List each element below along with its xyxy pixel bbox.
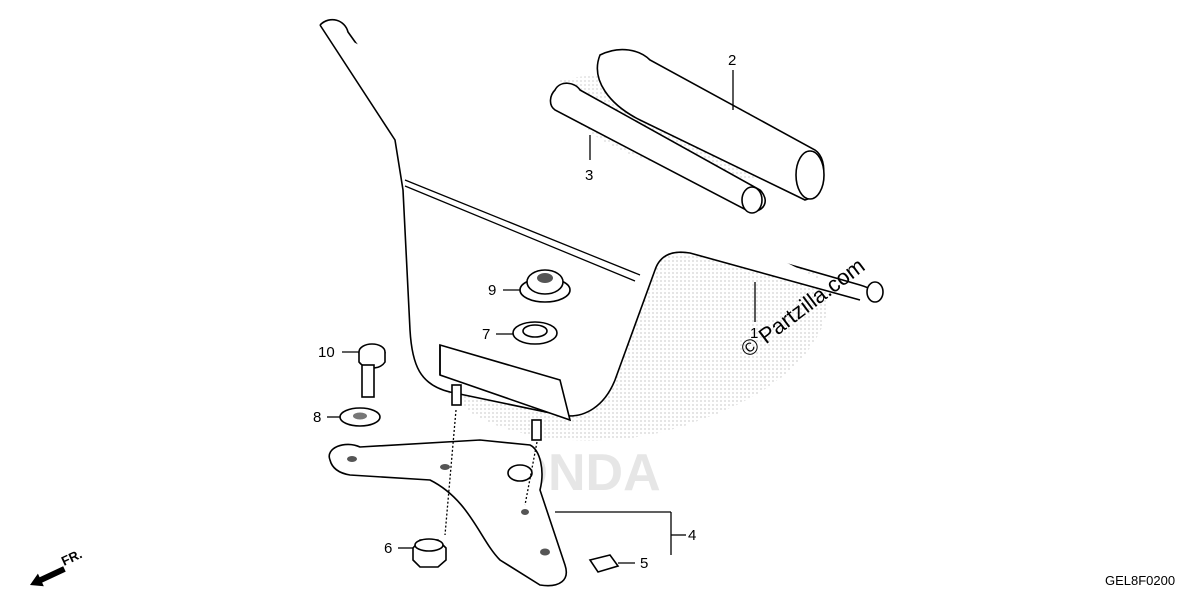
callout-3: 3	[585, 167, 593, 184]
diagram-code: GEL8F0200	[1105, 573, 1175, 588]
callout-1: 1	[750, 325, 758, 342]
nut-6	[412, 538, 447, 568]
handlebar	[319, 18, 884, 417]
washer-8	[339, 407, 381, 427]
callout-8: 8	[313, 409, 321, 426]
washer-7	[512, 321, 558, 345]
callout-7: 7	[482, 326, 490, 343]
callout-2: 2	[728, 52, 736, 69]
callout-5: 5	[640, 555, 648, 572]
holder-plate-4	[328, 439, 567, 587]
callout-6: 6	[384, 540, 392, 557]
leader-lines	[327, 70, 756, 564]
handlebar-pad	[549, 48, 825, 214]
bolt-10	[358, 343, 386, 398]
front-direction-arrow-icon	[30, 566, 66, 587]
callout-4: 4	[688, 527, 696, 544]
callout-10: 10	[318, 344, 335, 361]
front-direction-label: FR.	[59, 546, 84, 568]
clip-5	[588, 554, 620, 573]
handlebar-clamp	[439, 343, 572, 441]
flange-nut-9	[519, 269, 571, 303]
callout-9: 9	[488, 282, 496, 299]
